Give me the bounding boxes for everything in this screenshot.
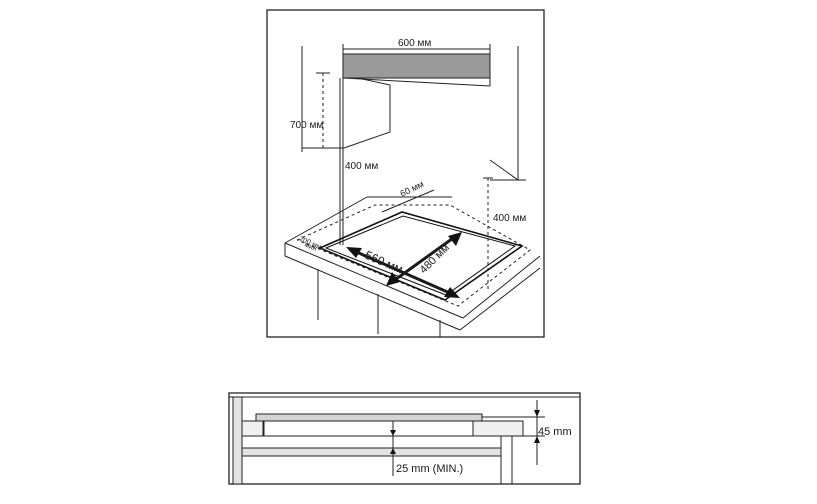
- cabinet-gap-label: 400 мм: [345, 161, 378, 172]
- hob-cutout-inner: [324, 215, 517, 296]
- left-wall-panel: [232, 396, 243, 485]
- cutout-width-label: 560 мм: [363, 248, 405, 276]
- height-label-left: 700 мм: [290, 120, 323, 131]
- range-hood: [342, 53, 491, 79]
- cutout-depth-arrow: [391, 234, 457, 284]
- bottom-diagram: 45 mm 25 mm (MIN.): [228, 392, 581, 485]
- clearance-label: 25 mm (MIN.): [396, 463, 463, 475]
- hob-cutout-outer: [317, 211, 524, 301]
- countertop-back-edge: [284, 196, 368, 244]
- countertop-right-section: [472, 420, 524, 437]
- cutout-depth-arrow-head-left: [386, 272, 400, 286]
- cutout-width-arrow-head-right: [444, 287, 460, 298]
- back-clearance-line: [381, 189, 435, 213]
- top-diagram: 600 мм 700 мм 400 мм 400 мм: [266, 9, 545, 338]
- side-clearance-label-2: мин: [303, 241, 317, 253]
- left-cabinet-bottom: [343, 131, 391, 149]
- countertop-front: [284, 255, 461, 331]
- countertop-right-front: [459, 267, 541, 331]
- width-label: 600 мм: [398, 38, 431, 49]
- depth-dim-arrow-top: [534, 410, 540, 417]
- cutout-depth-arrow-head-right: [448, 232, 462, 246]
- right-wall-floor: [489, 159, 519, 181]
- hob-top-plate: [255, 413, 483, 422]
- lower-shelf: [241, 447, 502, 457]
- clearance-arrow-top: [390, 430, 396, 436]
- right-side-label: 400 мм: [493, 213, 526, 224]
- countertop-left-section: [241, 420, 264, 437]
- countertop-top-front: [284, 242, 464, 319]
- range-hood-underside: [342, 77, 491, 87]
- bottom-diagram-frame: [228, 392, 581, 485]
- clearance-arrow-bottom: [390, 448, 396, 454]
- hob-body: [263, 420, 474, 437]
- top-diagram-frame: [266, 9, 545, 338]
- depth-label: 45 mm: [538, 426, 572, 438]
- cutout-width-arrow: [351, 248, 453, 296]
- countertop-right-edge: [462, 255, 541, 319]
- depth-dim-arrow-bottom: [534, 436, 540, 443]
- cutout-width-arrow-head-left: [346, 247, 362, 258]
